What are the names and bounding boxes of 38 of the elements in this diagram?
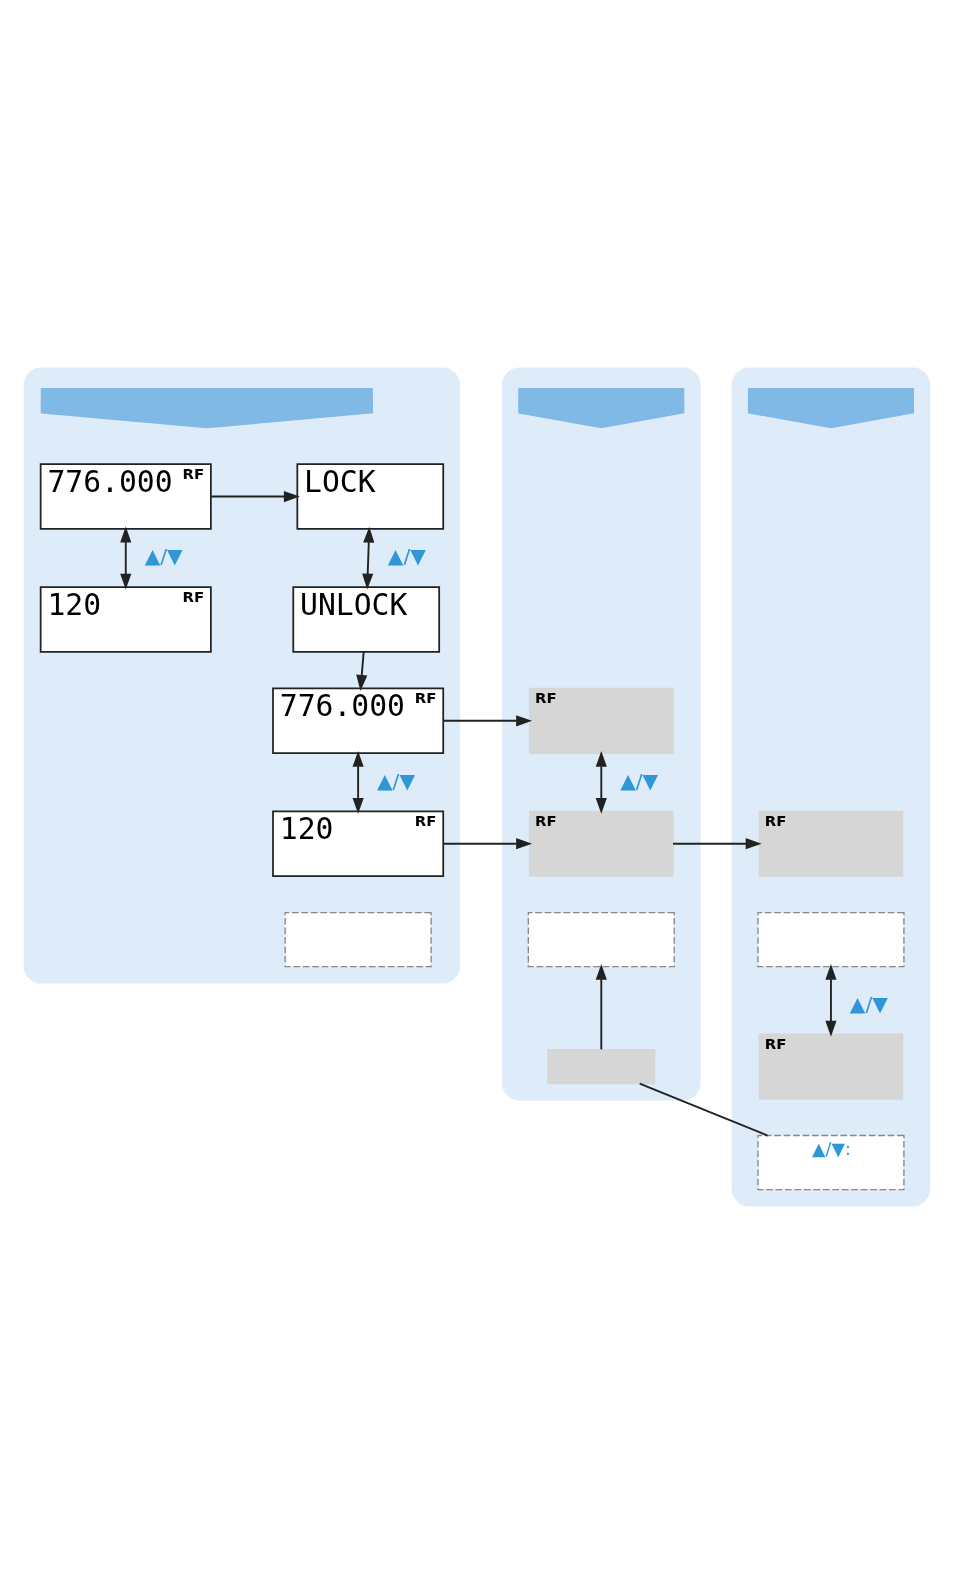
- connector: [638, 1082, 769, 1137]
- node-box: 120 RF: [272, 810, 445, 878]
- edge-label: ▲/▼: [377, 768, 415, 793]
- cluster: [23, 367, 461, 984]
- arrow: [210, 490, 300, 503]
- node-box: RF: [529, 687, 674, 754]
- cluster: [731, 367, 931, 1207]
- node-box: UNLOCK: [292, 586, 441, 653]
- arrow: [672, 838, 762, 850]
- arrow: [356, 651, 368, 691]
- edge-label: ▲/▼: [849, 991, 888, 1016]
- arrow: [595, 963, 607, 1051]
- node-box: 120 RF: [39, 586, 212, 653]
- edge-label: ▲/▼: [144, 544, 183, 569]
- edge-label: ▲/▼: [387, 544, 426, 569]
- node-band: [40, 387, 373, 429]
- node-box: [284, 911, 432, 968]
- node-box: RF: [758, 810, 904, 877]
- node-band: [518, 387, 685, 429]
- node-box: RF: [529, 810, 674, 877]
- edge-label: ▲/▼: [620, 768, 659, 793]
- arrow: [120, 526, 132, 590]
- arrow: [362, 526, 375, 590]
- node-band: [747, 387, 915, 429]
- node-box: 776.000 RF: [272, 687, 445, 755]
- arrow: [442, 715, 533, 727]
- arrow: [595, 750, 607, 814]
- arrow: [352, 750, 364, 814]
- node-box: 776.000 RF: [39, 463, 212, 530]
- node-box: [547, 1049, 656, 1085]
- arrow: [825, 963, 837, 1037]
- node-box: LOCK: [296, 463, 445, 530]
- node-box: [527, 911, 675, 968]
- cluster: [502, 367, 701, 1101]
- arrow: [442, 838, 533, 850]
- node-box: RF: [758, 1033, 904, 1100]
- node-box: [757, 911, 905, 968]
- node-box: ▲/▼:: [757, 1134, 905, 1191]
